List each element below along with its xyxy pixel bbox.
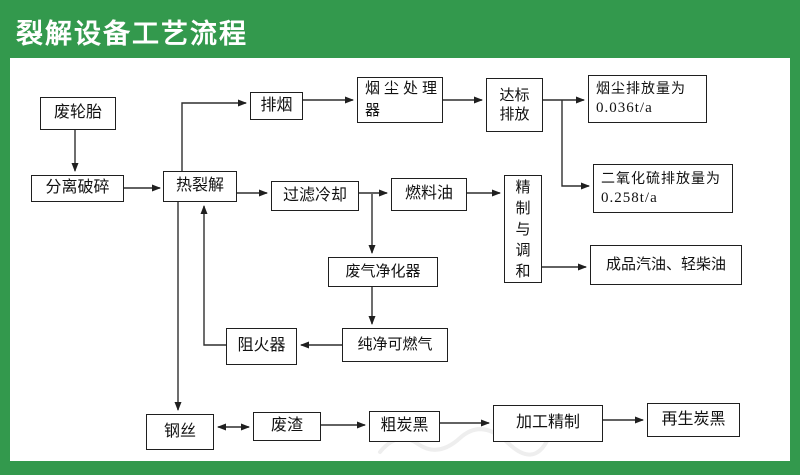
node-processing-refining: 加工精制 bbox=[493, 405, 603, 442]
node-label: 废轮胎 bbox=[53, 104, 102, 122]
node-label: 燃料油 bbox=[404, 185, 453, 203]
connector-pyrolysis-to-smoke-exhaust bbox=[181, 99, 247, 171]
node-label: 精 制 与 调 和 bbox=[515, 178, 531, 280]
connector-branch-to-so2-emission bbox=[561, 100, 590, 190]
node-label: 烟尘处理 器 bbox=[365, 80, 442, 119]
node-label: 废气净化器 bbox=[345, 263, 421, 281]
node-gas-purifier: 废气净化器 bbox=[328, 257, 438, 287]
node-label: 热裂解 bbox=[175, 177, 224, 195]
node-label: 阻火器 bbox=[237, 337, 286, 355]
page-title: 裂解设备工艺流程 bbox=[16, 19, 248, 49]
node-label: 分离破碎 bbox=[45, 179, 110, 197]
node-smoke-exhaust: 排烟 bbox=[250, 92, 303, 120]
node-label: 烟尘排放量为 bbox=[596, 80, 686, 97]
node-label: 纯净可燃气 bbox=[357, 336, 433, 354]
node-flame-arrester: 阻火器 bbox=[226, 328, 297, 365]
node-value: 0.258t/a bbox=[601, 189, 658, 206]
node-label: 达标 排放 bbox=[499, 86, 530, 124]
node-clean-gas: 纯净可燃气 bbox=[342, 328, 448, 362]
node-fuel-oil: 燃料油 bbox=[391, 178, 467, 211]
node-finished-oil: 成品汽油、轻柴油 bbox=[590, 245, 742, 285]
node-label: 再生炭黑 bbox=[661, 410, 726, 428]
node-dust-processor: 烟尘处理 器 bbox=[357, 77, 443, 123]
node-steel-wire: 钢丝 bbox=[146, 414, 214, 450]
node-regenerated-carbon-black: 再生炭黑 bbox=[647, 403, 740, 437]
node-label: 过滤冷却 bbox=[282, 186, 347, 204]
node-label: 排烟 bbox=[260, 96, 293, 114]
node-waste-tires: 废轮胎 bbox=[40, 97, 116, 130]
node-pyrolysis: 热裂解 bbox=[163, 171, 237, 202]
node-label: 钢丝 bbox=[163, 422, 196, 440]
node-label: 加工精制 bbox=[515, 414, 580, 432]
node-filter-cooling: 过滤冷却 bbox=[271, 181, 359, 211]
node-label: 废渣 bbox=[270, 417, 303, 435]
node-so2-emission: 二氧化硫排放量为 0.258t/a bbox=[593, 164, 733, 213]
node-separation-crushing: 分离破碎 bbox=[31, 175, 124, 202]
connector-flame-arrester-to-pyrolysis bbox=[200, 205, 226, 346]
node-crude-carbon-black: 粗炭黑 bbox=[369, 411, 440, 442]
node-refine-blend: 精 制 与 调 和 bbox=[504, 175, 542, 283]
node-label: 二氧化硫排放量为 bbox=[601, 169, 721, 186]
node-dust-emission: 烟尘排放量为 0.036t/a bbox=[588, 75, 707, 123]
node-compliant-discharge: 达标 排放 bbox=[486, 78, 543, 132]
node-label: 成品汽油、轻柴油 bbox=[605, 256, 726, 274]
node-waste-residue: 废渣 bbox=[253, 412, 321, 441]
node-value: 0.036t/a bbox=[596, 100, 653, 117]
node-label: 粗炭黑 bbox=[380, 417, 429, 435]
